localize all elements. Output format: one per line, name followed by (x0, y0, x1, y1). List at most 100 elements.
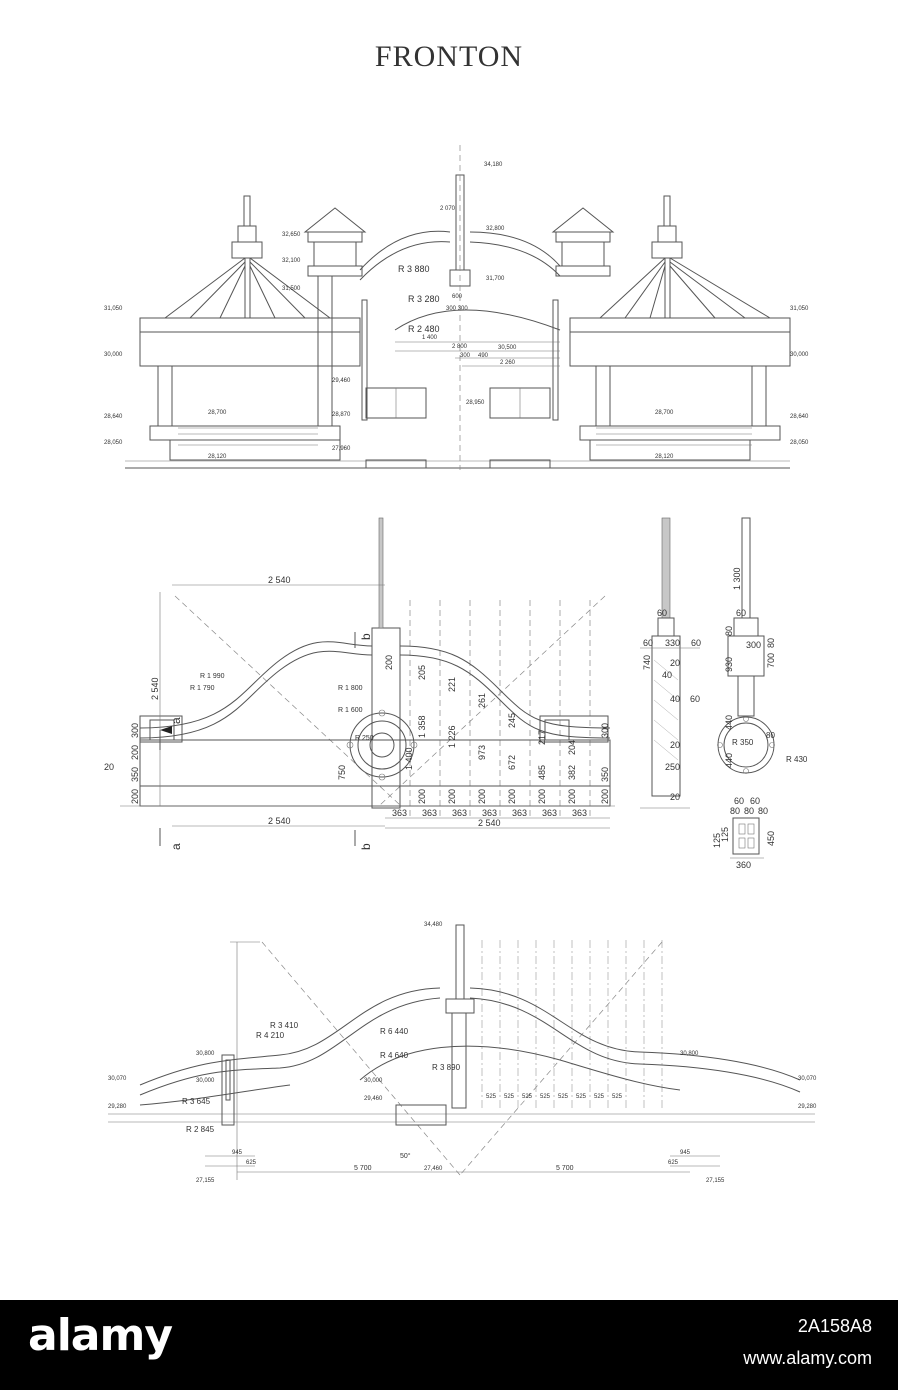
level-label: 29,280 (798, 1104, 817, 1110)
dimension-label: 300 (600, 723, 610, 738)
radius-label: R 3 280 (408, 294, 440, 304)
section-cut-label: a (169, 843, 183, 850)
section-cut-label: b (359, 843, 373, 850)
level-label: 31,050 (104, 306, 123, 312)
dimension-label: 700 (766, 653, 776, 668)
dimension-label: 930 (724, 657, 734, 672)
dimension-label: 1 226 (447, 725, 457, 748)
dimension-label: 200 (537, 789, 547, 804)
dimension-label: 60 (734, 796, 744, 806)
drawing-title: FRONTON (374, 40, 524, 73)
dimension-label: 2 540 (150, 677, 160, 700)
dimension-label: 30,500 (498, 345, 517, 351)
dimension-label: 382 (567, 765, 577, 780)
radius-label: R 3 890 (432, 1063, 461, 1072)
dimension-label: 300 300 (446, 306, 468, 312)
dimension-label: 80 (766, 638, 776, 648)
level-label: 29,460 (332, 378, 351, 384)
dimension-label: 245 (507, 713, 517, 728)
dimension-label: 20 (104, 762, 114, 772)
dimension-label: 200 (384, 655, 394, 670)
level-label: 30,000 (364, 1078, 383, 1084)
front-section-view: 2 540 2 540 2 540 2 540 R 1 990 R 1 790 … (104, 517, 615, 850)
dimension-label: 1 400 (404, 747, 414, 770)
level-label: 31,500 (282, 286, 301, 292)
radius-label: R 2 480 (408, 324, 440, 334)
level-label: 28,640 (790, 414, 809, 420)
dimension-label: 200 (130, 745, 140, 760)
dimension-label: 625 (246, 1160, 257, 1166)
dimension-label: 80 (758, 806, 768, 816)
bottom-plan-view: 34,480 R 3 410 R 4 210 R 6 440 R 4 640 R… (108, 922, 817, 1184)
dimension-label: 60 (736, 608, 746, 618)
dimension-label: 205 (417, 665, 427, 680)
dimension-label: 200 (567, 789, 577, 804)
dimension-label: 200 (447, 789, 457, 804)
dimension-label: 200 (477, 789, 487, 804)
dimension-label: 525 (504, 1094, 515, 1100)
angle-label: 50° (400, 1152, 411, 1160)
dimension-label: 60 (750, 796, 760, 806)
dimension-label: 221 (447, 677, 457, 692)
dimension-label: 2 540 (268, 575, 291, 585)
level-label: 29,280 (108, 1104, 127, 1110)
radius-label: R 1 790 (190, 685, 215, 692)
level-label: 28,120 (655, 454, 674, 460)
dimension-label: 2 070 (440, 206, 456, 212)
radius-label: R 3 410 (270, 1021, 299, 1030)
radius-label: R 250 (355, 735, 374, 742)
radius-label: R 3 645 (182, 1097, 211, 1106)
radius-label: R 350 (732, 738, 754, 747)
dimension-label: 490 (478, 353, 489, 359)
level-label: 28,870 (332, 412, 351, 418)
level-label: 28,050 (104, 440, 123, 446)
dimension-label: 1 300 (732, 567, 742, 590)
radius-label: R 4 640 (380, 1051, 409, 1060)
dimension-label: 2 800 (452, 344, 468, 350)
dimension-label: 525 (594, 1094, 605, 1100)
radius-label: R 6 440 (380, 1027, 409, 1036)
dimension-label: 1 358 (417, 715, 427, 738)
radius-label: R 1 800 (338, 685, 363, 692)
level-label: 32,800 (486, 226, 505, 232)
dimension-label: 204 (567, 740, 577, 755)
dimension-label: 60 (657, 608, 667, 618)
dimension-label: 363 (392, 808, 407, 818)
dimension-label: 672 (507, 755, 517, 770)
site-url: www.alamy.com (743, 1348, 872, 1368)
dimension-label: 200 (417, 789, 427, 804)
dimension-label: 60 (690, 694, 700, 704)
dimension-label: 450 (766, 831, 776, 846)
dimension-label: 20 (670, 792, 680, 802)
dimension-label: 360 (736, 860, 751, 870)
dimension-label: 363 (572, 808, 587, 818)
dimension-label: 363 (542, 808, 557, 818)
level-label: 27,460 (424, 1166, 443, 1172)
level-label: 29,460 (364, 1096, 383, 1102)
detail-section-view: 1 300 60 80 300 80 930 700 440 440 R 350… (712, 517, 808, 870)
level-label: 32,650 (282, 232, 301, 238)
dimension-label: 40 (662, 670, 672, 680)
dimension-label: 440 (724, 715, 734, 730)
level-label: 28,700 (655, 410, 674, 416)
dimension-label: 200 (130, 789, 140, 804)
dimension-label: 250 (665, 762, 680, 772)
dimension-label: 485 (537, 765, 547, 780)
dimension-label: 363 (422, 808, 437, 818)
dimension-label: 125 (720, 827, 730, 842)
level-label: 32,100 (282, 258, 301, 264)
radius-label: R 4 210 (256, 1031, 285, 1040)
dimension-label: 525 (522, 1094, 533, 1100)
level-label: 28,700 (208, 410, 227, 416)
dimension-label: 80 (744, 806, 754, 816)
dimension-label: 600 (452, 294, 463, 300)
dimension-label: 200 (600, 789, 610, 804)
dimension-label: 525 (486, 1094, 497, 1100)
dimension-label: 945 (680, 1150, 691, 1156)
dimension-label: 945 (232, 1150, 243, 1156)
dimension-label: 200 (507, 789, 517, 804)
dimension-label: 625 (668, 1160, 679, 1166)
dimension-label: 440 (724, 753, 734, 768)
watermark-footer: alamy 2A158A8 www.alamy.com (0, 1300, 898, 1390)
radius-label: R 3 880 (398, 264, 430, 274)
